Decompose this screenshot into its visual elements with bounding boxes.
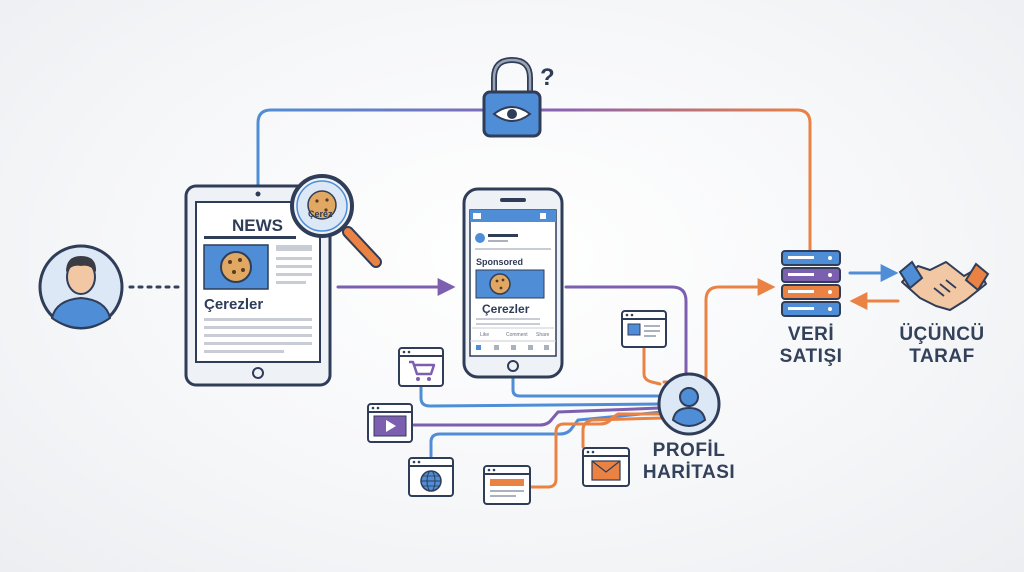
phone-app-bar bbox=[470, 210, 556, 222]
magnifier-cookie-icon: Çerez bbox=[290, 174, 382, 268]
third-party-line1: ÜÇÜNCÜ bbox=[899, 324, 985, 345]
phone-post-label: Sponsored bbox=[476, 257, 523, 267]
cart-window-icon bbox=[398, 347, 444, 387]
phone-action-share: Share bbox=[536, 332, 550, 338]
cookie-icon bbox=[220, 251, 252, 283]
layout-window-icon bbox=[621, 310, 667, 348]
handshake-icon bbox=[898, 260, 990, 311]
third-party-line2: TARAF bbox=[909, 346, 975, 367]
user-icon bbox=[38, 244, 124, 330]
magnifier-text: Çerez bbox=[308, 209, 333, 219]
tablet-headline: NEWS bbox=[232, 216, 283, 235]
connectors bbox=[128, 108, 900, 489]
lock-question-mark: ? bbox=[540, 64, 555, 91]
phone-action-like: Like bbox=[480, 332, 489, 338]
profile-label-line1: PROFİL bbox=[652, 440, 726, 461]
profile-label-line2: HARİTASI bbox=[642, 462, 736, 483]
globe-window-icon bbox=[408, 457, 454, 497]
server-icon bbox=[781, 250, 841, 317]
phone-caption: Çerezler bbox=[482, 302, 530, 316]
tablet-caption: Çerezler bbox=[204, 296, 263, 313]
data-sale-line2: SATIŞI bbox=[779, 346, 843, 367]
data-sale-label: VERİ SATIŞI bbox=[766, 324, 856, 368]
phone: Sponsored Çerezler Like Comment Share bbox=[462, 187, 564, 379]
third-party-label: ÜÇÜNCÜ TARAF bbox=[892, 324, 992, 368]
profile-map-label: PROFİL HARİTASI bbox=[634, 440, 744, 484]
ad-window-icon bbox=[483, 465, 531, 505]
mail-window-icon bbox=[582, 447, 630, 487]
phone-action-comment: Comment bbox=[506, 332, 528, 338]
tablet: NEWS Çerezler bbox=[184, 184, 332, 387]
profile-icon bbox=[657, 372, 721, 436]
video-window-icon bbox=[367, 403, 413, 443]
data-sale-line1: VERİ bbox=[787, 324, 835, 345]
lock-eye-icon: ? bbox=[482, 56, 555, 138]
